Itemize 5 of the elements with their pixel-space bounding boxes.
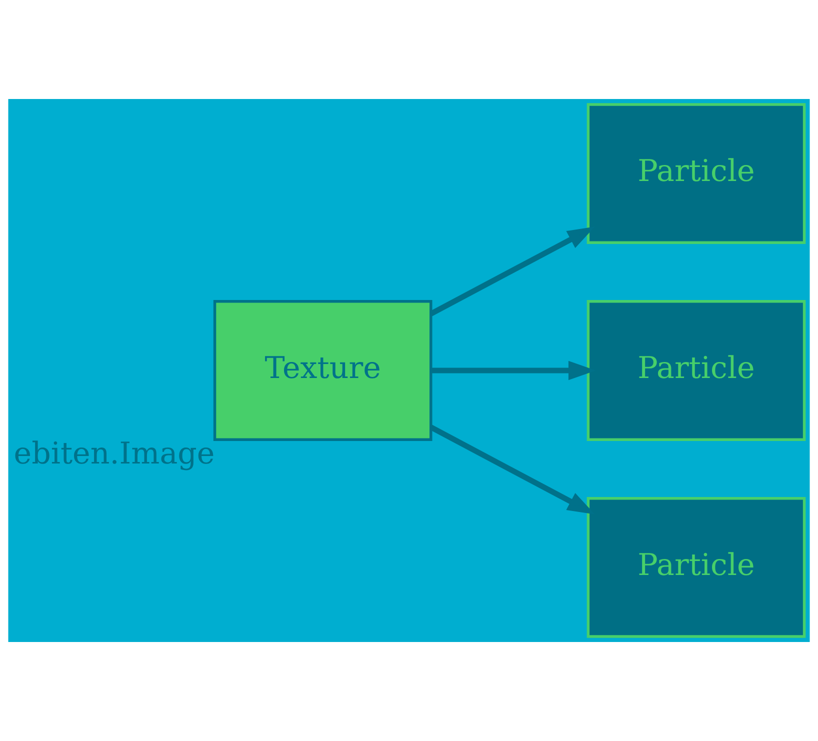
node-box: Particle xyxy=(586,103,806,244)
node-box: Particle xyxy=(586,497,806,638)
node-box: Texture xyxy=(213,300,432,441)
node-label: ebiten.Image xyxy=(14,436,215,472)
node-box: Particle xyxy=(586,300,806,441)
